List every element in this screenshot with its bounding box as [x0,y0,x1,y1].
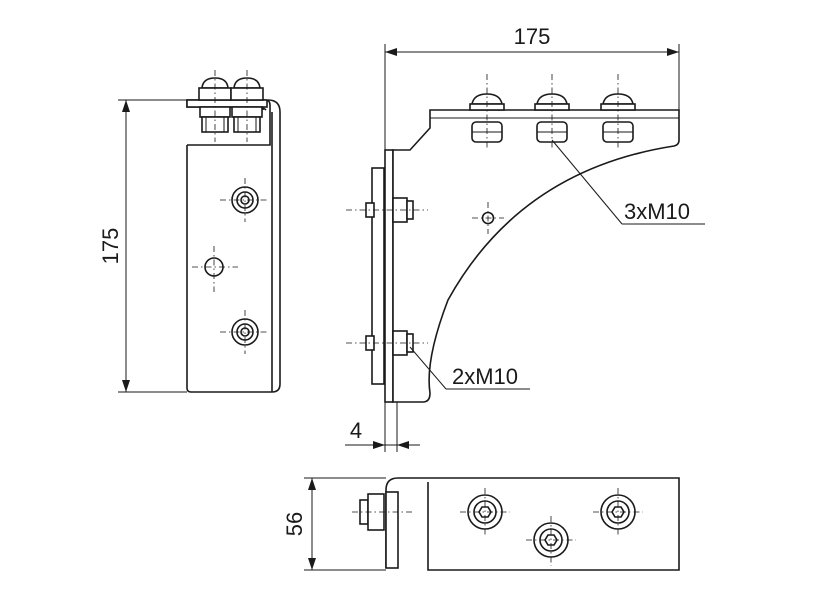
thickness-dimension: 4 [345,402,420,452]
bottom-view: 56 [282,477,680,571]
bottom-height-dimension: 56 [282,477,386,571]
callout-side-bolts-label: 2xM10 [452,364,518,389]
bottom-hole-2 [526,516,576,566]
bottom-height-label: 56 [282,512,307,536]
thickness-label: 4 [350,418,362,443]
side-center-hole [472,202,504,234]
side-bolt-lower [346,330,428,356]
front-height-dimension: 175 [98,99,195,393]
front-view: 175 [98,70,281,393]
front-height-label: 175 [98,228,123,265]
callout-top-bolts: 3xM10 [551,139,705,225]
callout-side-bolts: 2xM10 [409,346,530,390]
bracket-body [392,109,680,403]
front-bolt-hole-lower [220,310,268,354]
front-bolt-hole-upper [220,178,268,222]
bottom-hole-3 [593,488,643,536]
side-width-label: 175 [514,24,551,49]
side-bolt-upper [346,197,428,223]
bracket-back-plate [384,149,394,403]
side-wall-plate [371,167,385,385]
front-plain-hole [192,246,238,292]
bottom-bracket-outline [385,477,680,571]
side-width-dimension: 175 [384,24,680,150]
bottom-hole-1 [460,488,510,536]
side-view: 175 4 3xM10 2xM10 [345,24,705,452]
callout-top-bolts-label: 3xM10 [624,199,690,224]
